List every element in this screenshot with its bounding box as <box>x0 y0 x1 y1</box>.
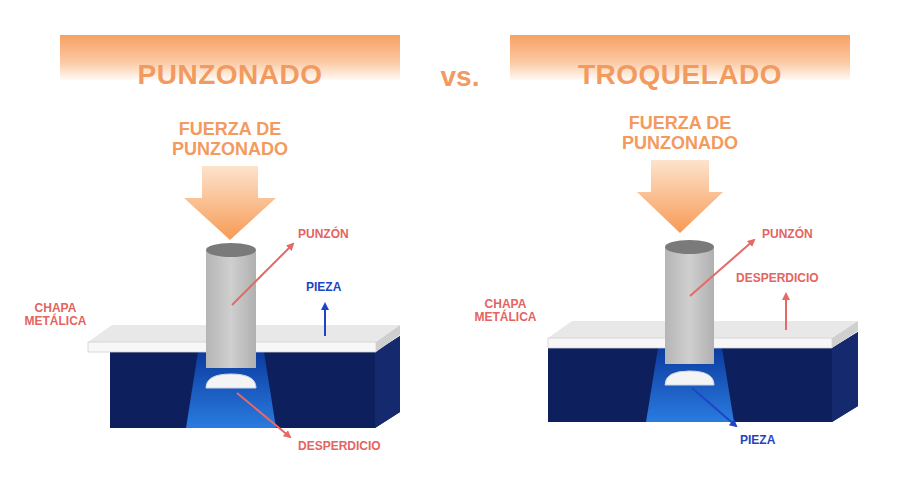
blanking-figure <box>548 160 858 426</box>
punch-top <box>206 243 256 257</box>
blank-part <box>665 371 714 385</box>
part-label: PIEZA <box>306 281 366 294</box>
part-label: CHAPA METÁLICA <box>8 302 103 328</box>
punch <box>665 247 714 364</box>
force-arrow <box>637 160 723 233</box>
banner-title: PUNZONADO <box>60 59 400 91</box>
leader-line <box>690 240 754 296</box>
force-label: FUERZA DE PUNZONADO <box>590 114 770 154</box>
die-side <box>832 332 858 422</box>
part-label: PUNZÓN <box>298 228 378 241</box>
punch-top <box>665 240 714 254</box>
part-label: DESPERDICIO <box>298 440 408 453</box>
slug <box>206 374 256 388</box>
punching-figure <box>88 166 400 437</box>
leader-line <box>232 244 293 305</box>
sheet-side <box>376 325 400 352</box>
leader-line <box>692 388 736 426</box>
sheet-side <box>832 321 858 348</box>
versus-text: vs. <box>425 62 495 93</box>
leader-line <box>324 304 326 336</box>
force-arrow <box>184 166 276 240</box>
banner-title: TROQUELADO <box>510 59 850 91</box>
part-label: CHAPA METÁLICA <box>458 298 553 324</box>
force-label: FUERZA DE PUNZONADO <box>140 120 320 160</box>
title-banner: PUNZONADO <box>60 35 400 103</box>
leader-line <box>237 393 290 437</box>
part-label: PIEZA <box>740 434 800 447</box>
part-label: DESPERDICIO <box>736 272 846 285</box>
part-label: PUNZÓN <box>762 228 842 241</box>
punch <box>206 250 256 368</box>
title-banner: TROQUELADO <box>510 35 850 103</box>
leader-line <box>785 294 787 330</box>
